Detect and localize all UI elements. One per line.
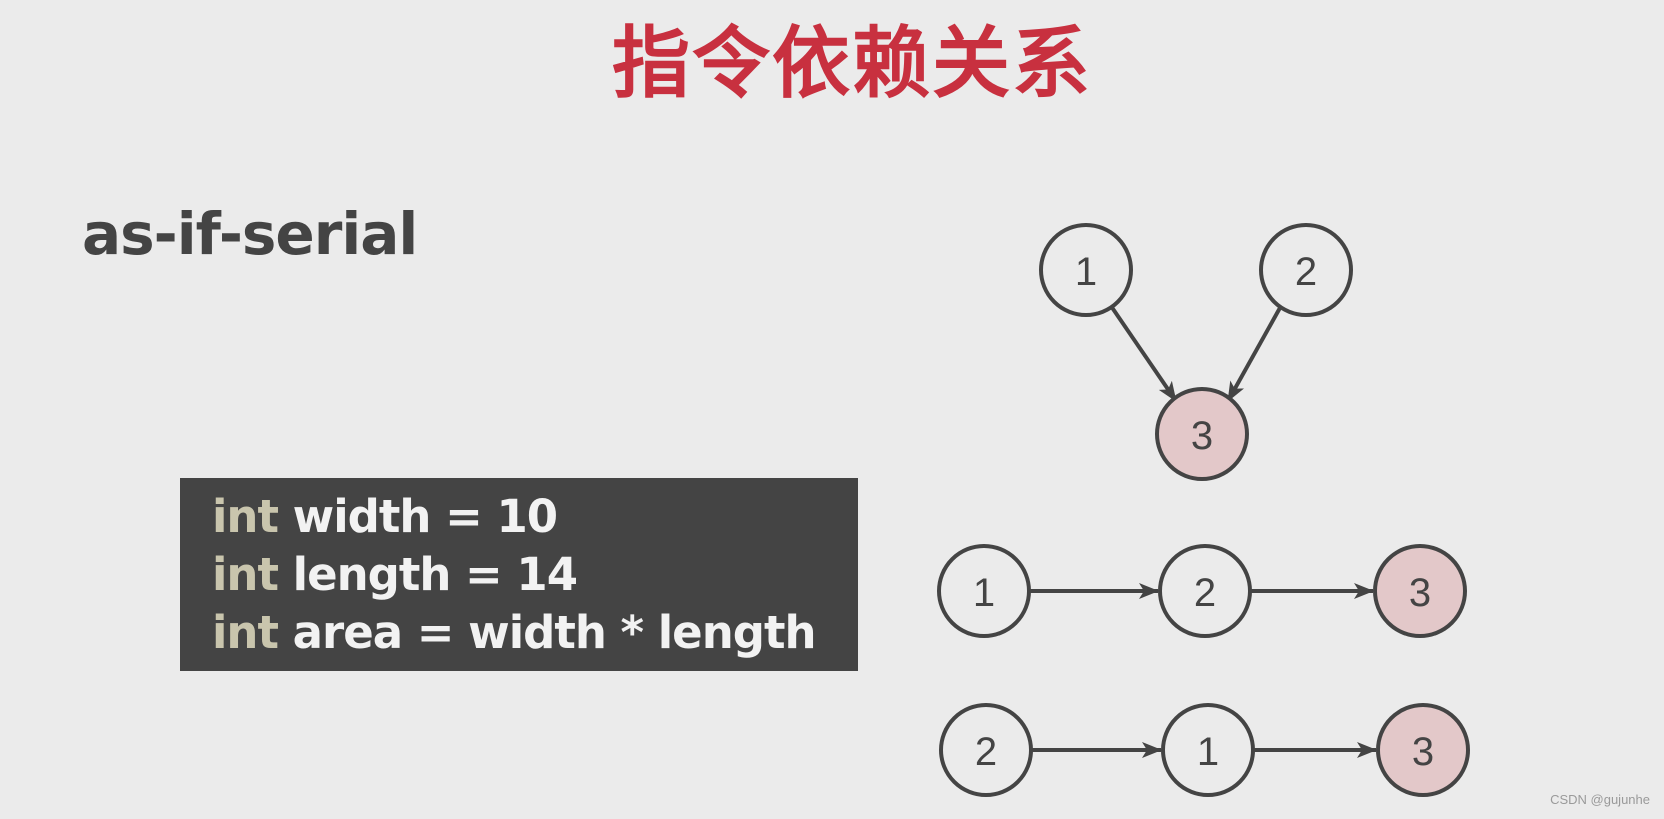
code-line: int width = 10 <box>212 488 858 546</box>
svg-text:2: 2 <box>1295 250 1317 294</box>
svg-text:2: 2 <box>975 730 997 774</box>
svg-text:3: 3 <box>1412 730 1434 774</box>
node-2: 2 <box>1158 544 1252 638</box>
svg-text:1: 1 <box>1197 730 1219 774</box>
code-keyword: int <box>212 490 279 543</box>
slide-subtitle: as-if-serial <box>82 200 418 268</box>
dependency-graph: 1 2 3 <box>1039 223 1353 481</box>
execution-order-b: 2 1 3 <box>939 703 1470 797</box>
svg-text:2: 2 <box>1194 571 1216 615</box>
execution-order-a: 1 2 3 <box>937 544 1467 638</box>
code-text: area = width * length <box>277 606 817 659</box>
svg-text:1: 1 <box>973 571 995 615</box>
code-text: length = 14 <box>277 548 578 601</box>
code-text: width = 10 <box>277 490 558 543</box>
node-1: 1 <box>937 544 1031 638</box>
svg-text:3: 3 <box>1191 414 1213 458</box>
code-keyword: int <box>212 606 279 659</box>
node-3-highlighted: 3 <box>1373 544 1467 638</box>
code-line: int length = 14 <box>212 546 858 604</box>
node-3-highlighted: 3 <box>1376 703 1470 797</box>
node-2: 2 <box>939 703 1033 797</box>
code-keyword: int <box>212 548 279 601</box>
node-3-highlighted: 3 <box>1155 387 1249 481</box>
edge-arrow-1-to-3 <box>1109 304 1178 403</box>
code-block: int width = 10 int length = 14 int area … <box>180 478 858 671</box>
code-line: int area = width * length <box>212 604 858 662</box>
watermark: CSDN @gujunhe <box>1550 792 1650 807</box>
node-1: 1 <box>1039 223 1133 317</box>
svg-text:3: 3 <box>1409 571 1431 615</box>
node-2: 2 <box>1259 223 1353 317</box>
node-1: 1 <box>1161 703 1255 797</box>
slide-title: 指令依赖关系 <box>611 19 1092 109</box>
svg-text:1: 1 <box>1075 250 1097 294</box>
edge-arrow-2-to-3 <box>1226 305 1283 402</box>
